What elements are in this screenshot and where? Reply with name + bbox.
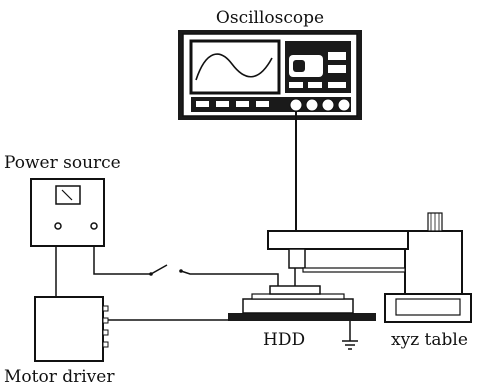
driver-port-4 — [102, 341, 109, 348]
panel-button-5 — [328, 82, 346, 88]
xyz-table-inner — [395, 298, 461, 316]
xyz-table — [384, 212, 472, 323]
strip-key-2 — [216, 101, 229, 107]
panel-button-4 — [308, 82, 322, 88]
hdd-platter — [242, 298, 354, 314]
terminal-left-icon — [54, 222, 62, 230]
panel-button-2 — [328, 65, 346, 73]
hdd-spindle-clamp — [269, 285, 321, 295]
sensor-arm — [267, 230, 409, 286]
panel-button-1 — [328, 52, 346, 60]
jack-1 — [289, 98, 303, 112]
strip-key-3 — [236, 101, 249, 107]
driver-port-2 — [102, 317, 109, 324]
xyz-table-column — [404, 230, 463, 295]
wire-switch-to-fixture — [180, 270, 279, 286]
control-knob — [293, 60, 305, 72]
support-rod — [302, 267, 406, 273]
arm-beam — [267, 230, 409, 250]
oscilloscope — [178, 30, 362, 120]
hdd — [228, 285, 376, 321]
strip-key-4 — [256, 101, 269, 107]
jack-4 — [337, 98, 351, 112]
panel-button-3 — [289, 82, 303, 88]
jack-2 — [305, 98, 319, 112]
motor-driver-box — [34, 296, 104, 362]
power-source-label: Power source — [4, 153, 121, 173]
hdd-label: HDD — [263, 330, 305, 350]
driver-port-3 — [102, 329, 109, 336]
hdd-base — [228, 313, 376, 321]
wire-power-to-switch — [93, 246, 150, 275]
meter-window — [55, 185, 81, 205]
motor-driver-label: Motor driver — [4, 367, 115, 387]
switch-icon — [149, 264, 183, 276]
waveform-trace — [195, 53, 273, 81]
motor-driver — [34, 296, 109, 362]
driver-port-1 — [102, 305, 109, 312]
jack-3 — [321, 98, 335, 112]
terminal-right-icon — [90, 222, 98, 230]
probe-holder — [288, 248, 306, 269]
xyz-table-label: xyz table — [391, 330, 468, 350]
meter-needle — [61, 189, 73, 201]
ground-icon — [342, 321, 358, 350]
power-source — [30, 178, 105, 247]
strip-key-1 — [196, 101, 209, 107]
oscilloscope-label: Oscilloscope — [216, 8, 324, 28]
